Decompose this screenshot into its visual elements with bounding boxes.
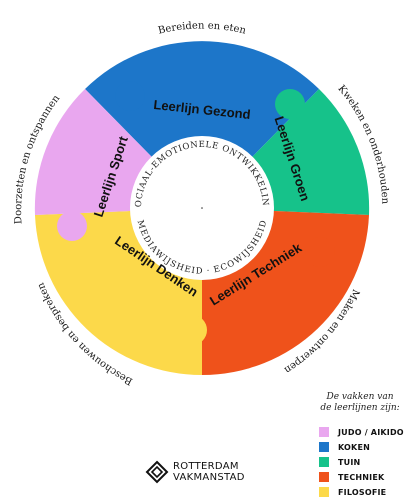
legend-label: KOKEN <box>338 442 370 452</box>
legend-swatch-koken <box>319 442 329 452</box>
legend: JUDO / AIKIDO KOKEN TUIN TECHNIEK FILOSO… <box>319 425 404 500</box>
puzzle-knob-gezond <box>115 81 145 111</box>
legend-item: FILOSOFIE <box>319 485 404 499</box>
segment-gezond <box>85 41 319 209</box>
puzzle-knob-sport <box>57 211 87 241</box>
legend-label: TECHNIEK <box>338 472 385 482</box>
legend-item: KOKEN <box>319 440 404 454</box>
legend-swatch-judo <box>319 427 329 437</box>
legend-swatch-tuin <box>319 457 329 467</box>
legend-item: JUDO / AIKIDO <box>319 425 404 439</box>
legend-label: FILOSOFIE <box>338 487 387 497</box>
curriculum-wheel: SOCIAAL-EMOTIONELE ONTWIKKELING MEDIAWIJ… <box>0 0 390 387</box>
rotterdam-vakmanstad-logo: ROTTERDAM VAKMANSTAD <box>145 460 245 484</box>
puzzle-knob-techniek <box>305 237 335 267</box>
legend-swatch-techniek <box>319 472 329 482</box>
logo-text: ROTTERDAM VAKMANSTAD <box>173 461 245 483</box>
puzzle-knob-groen <box>275 89 305 119</box>
legend-label: JUDO / AIKIDO <box>338 427 404 437</box>
segment-subject-gezond: Bereiden en eten <box>157 20 247 36</box>
legend-item: TECHNIEK <box>319 470 404 484</box>
legend-note: De vakken van de leerlijnen zijn: <box>320 392 400 413</box>
puzzle-knob-denken <box>177 315 207 345</box>
legend-item: TUIN <box>319 455 404 469</box>
center-dot <box>201 207 203 209</box>
logo-mark-icon <box>145 460 169 484</box>
legend-label: TUIN <box>338 457 361 467</box>
logo-line1: ROTTERDAM <box>173 461 239 472</box>
logo-line2: VAKMANSTAD <box>173 472 245 483</box>
legend-swatch-filosofie <box>319 487 329 497</box>
